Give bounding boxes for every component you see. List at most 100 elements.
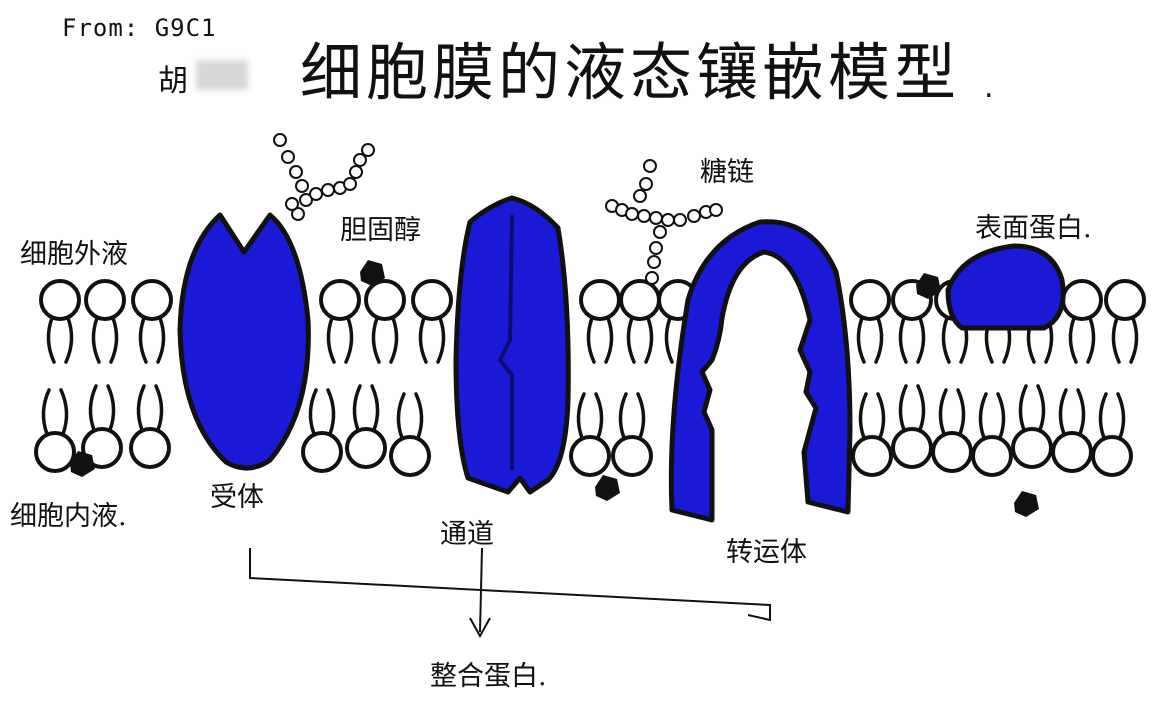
glycan-chains [273,133,723,285]
author-name-blurred [196,60,248,90]
glycan-bead [349,165,363,179]
phospholipid [619,279,661,364]
lipid-head [364,279,406,321]
phospholipid [411,279,453,364]
lipid-tail [1076,388,1086,436]
lipid-tail [996,392,1006,440]
glycan-bead [291,207,305,221]
lipid-head [84,279,126,321]
lipid-tail [856,316,866,364]
lipid-head [611,435,653,477]
label-intracellular-fluid: 细胞内液. [10,501,127,532]
lipid-tail [858,392,868,440]
lipid-head [1051,431,1093,473]
lipid-head [569,435,611,477]
glycan-bead [649,211,663,225]
bracket-arrow-head [469,617,491,639]
lipid-tail [414,392,424,440]
glycan-bead [687,209,701,223]
cholesterol [1014,491,1039,517]
glycan-bead [647,255,661,269]
phospholipid [1104,279,1146,364]
phospholipid [129,384,171,469]
phospholipid [931,388,973,473]
lipid-tail [916,384,926,432]
label-integral-protein: 整合蛋白. [430,661,547,692]
glycan-bead [649,241,663,255]
glycan-bead [353,153,367,167]
lipid-tail [941,316,951,364]
lipid-tail [1111,316,1121,364]
lipid-tail [876,392,886,440]
lipid-head [345,427,387,469]
glycan-bead [295,179,309,193]
from-line: From: G9C1 [62,14,217,42]
lipid-head [851,435,893,477]
glycan-bead [633,189,647,203]
lipid-tail [1098,392,1108,440]
lipid-tail [109,316,119,364]
glycan-bead [645,271,659,285]
phospholipid [84,279,126,364]
glycan-bead [639,177,653,191]
channel-pore [497,214,514,470]
lipid-tail [916,316,926,364]
lipid-tail [106,384,116,432]
phospholipid [319,279,361,364]
lipid-tail [898,384,908,432]
membrane-proteins [177,195,1066,523]
lipid-tail [138,316,148,364]
lipid-tail [418,316,428,364]
lipid-tail [136,384,146,432]
glycan-bead [343,177,357,191]
receptor-protein [177,212,311,471]
glycan-bead [273,133,287,147]
bracket-line [249,548,771,622]
glycan-bead [321,183,335,197]
glycan-bead [285,197,299,211]
lipid-tail [436,316,446,364]
lipid-tail [344,316,354,364]
lipid-head [971,435,1013,477]
label-peripheral-protein: 表面蛋白. [975,213,1092,244]
phospholipid [389,392,431,477]
lipid-head [619,279,661,321]
lipid-tail [644,316,654,364]
phospholipid [301,388,343,473]
phospholipid [131,279,173,364]
peripheral-protein [945,243,1066,331]
glycan-bead [661,213,675,227]
glycan-bead [289,165,303,179]
lipid-tail [604,316,614,364]
phospholipid [364,279,406,364]
lipid-head [579,279,621,321]
cholesterol [360,260,385,286]
lipid-tail [898,316,908,364]
lipid-head [131,279,173,321]
lipid-tail [389,316,399,364]
lipid-tail [64,316,74,364]
cholesterol [916,273,941,299]
lipid-tail [956,388,966,436]
glycan-bead [625,207,639,221]
title-period: . [984,70,994,105]
lipid-tail [308,388,318,436]
lipid-tail [576,392,586,440]
glycan-bead [281,150,295,164]
lipid-head [1091,435,1133,477]
bracket-arrow-stem [479,547,483,633]
page-title: 细胞膜的液态镶嵌模型 [300,36,961,109]
lipid-tail [1018,384,1028,432]
lipid-head [301,431,343,473]
lipid-tail [626,316,636,364]
lipid-head [931,431,973,473]
phospholipid [851,392,893,477]
lipid-tail [46,316,56,364]
lipid-head [411,279,453,321]
glycan-bead [709,203,723,217]
lipid-tail [396,392,406,440]
phospholipid [971,392,1013,477]
lipid-tail [1058,388,1068,436]
lipid-tail [1086,316,1096,364]
lipid-tail [1068,316,1078,364]
